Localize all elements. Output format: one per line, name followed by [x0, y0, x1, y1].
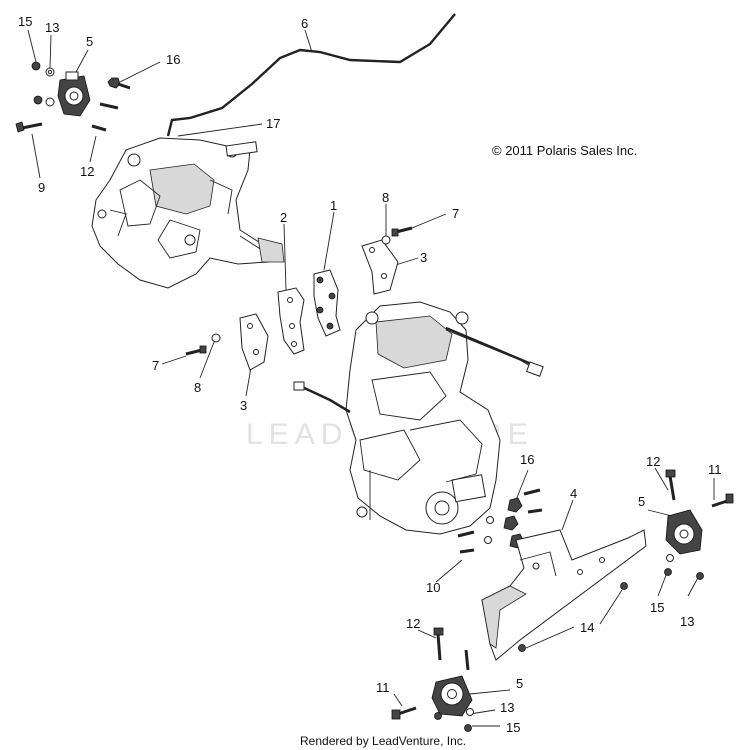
callout-4: 4 [570, 486, 577, 501]
bracket-part-3-upper [361, 239, 399, 295]
engine-mount-right [664, 469, 734, 580]
engine-mount-upper-left [57, 71, 91, 117]
washer-part-8-lower [211, 333, 221, 343]
callout-6: 6 [301, 16, 308, 31]
transmission-housing [91, 137, 285, 289]
callout-16: 16 [520, 452, 534, 467]
callout-2: 2 [280, 210, 287, 225]
callout-3: 3 [420, 250, 427, 265]
callout-labels: 15 13 5 16 6 17 9 12 2 1 8 7 3 7 8 3 16 … [18, 14, 722, 735]
callout-12: 12 [646, 454, 660, 469]
callout-13: 13 [500, 700, 514, 715]
callout-5: 5 [86, 34, 93, 49]
callout-5: 5 [516, 676, 523, 691]
callout-13: 13 [680, 614, 694, 629]
copyright-text: © 2011 Polaris Sales Inc. [492, 143, 637, 158]
footer-credit: Rendered by LeadVenture, Inc. [300, 734, 466, 748]
mount-plate-part-1 [313, 269, 341, 337]
callout-3: 3 [240, 398, 247, 413]
callout-12: 12 [406, 616, 420, 631]
hardware-upper-left [15, 61, 131, 133]
callout-12: 12 [80, 164, 94, 179]
callout-11: 11 [708, 462, 722, 477]
callout-9: 9 [38, 180, 45, 195]
engine-mount-lower [391, 627, 474, 732]
engine-assembly [293, 301, 544, 535]
callout-15: 15 [506, 720, 520, 735]
callout-8: 8 [382, 190, 389, 205]
callout-7: 7 [452, 206, 459, 221]
cable-part-6 [166, 13, 456, 137]
callout-15: 15 [650, 600, 664, 615]
callout-1: 1 [330, 198, 337, 213]
callout-8: 8 [194, 380, 201, 395]
callout-5: 5 [638, 494, 645, 509]
callout-11: 11 [376, 680, 390, 695]
callout-16: 16 [166, 52, 180, 67]
callout-17: 17 [266, 116, 280, 131]
callout-14: 14 [580, 620, 594, 635]
callout-15: 15 [18, 14, 32, 29]
mount-plate-part-2 [277, 287, 305, 355]
washer-part-8-upper [381, 235, 391, 245]
mount-bracket-part-4 [481, 529, 647, 661]
bracket-part-3-lower [239, 313, 269, 371]
callout-7: 7 [152, 358, 159, 373]
callout-10: 10 [426, 580, 440, 595]
callout-13: 13 [45, 20, 59, 35]
leader-lines [27, 29, 715, 727]
